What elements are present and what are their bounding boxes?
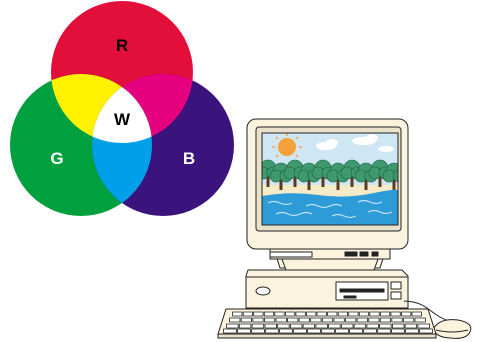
mouse-icon <box>434 320 471 339</box>
label-red: R <box>116 36 128 55</box>
keyboard <box>218 309 436 338</box>
monitor <box>247 119 408 270</box>
label-green: G <box>50 149 63 168</box>
monitor-screen <box>257 133 405 225</box>
label-blue: B <box>183 149 195 168</box>
label-white: W <box>114 110 131 129</box>
system-unit <box>246 270 408 308</box>
desktop-computer <box>218 119 471 338</box>
